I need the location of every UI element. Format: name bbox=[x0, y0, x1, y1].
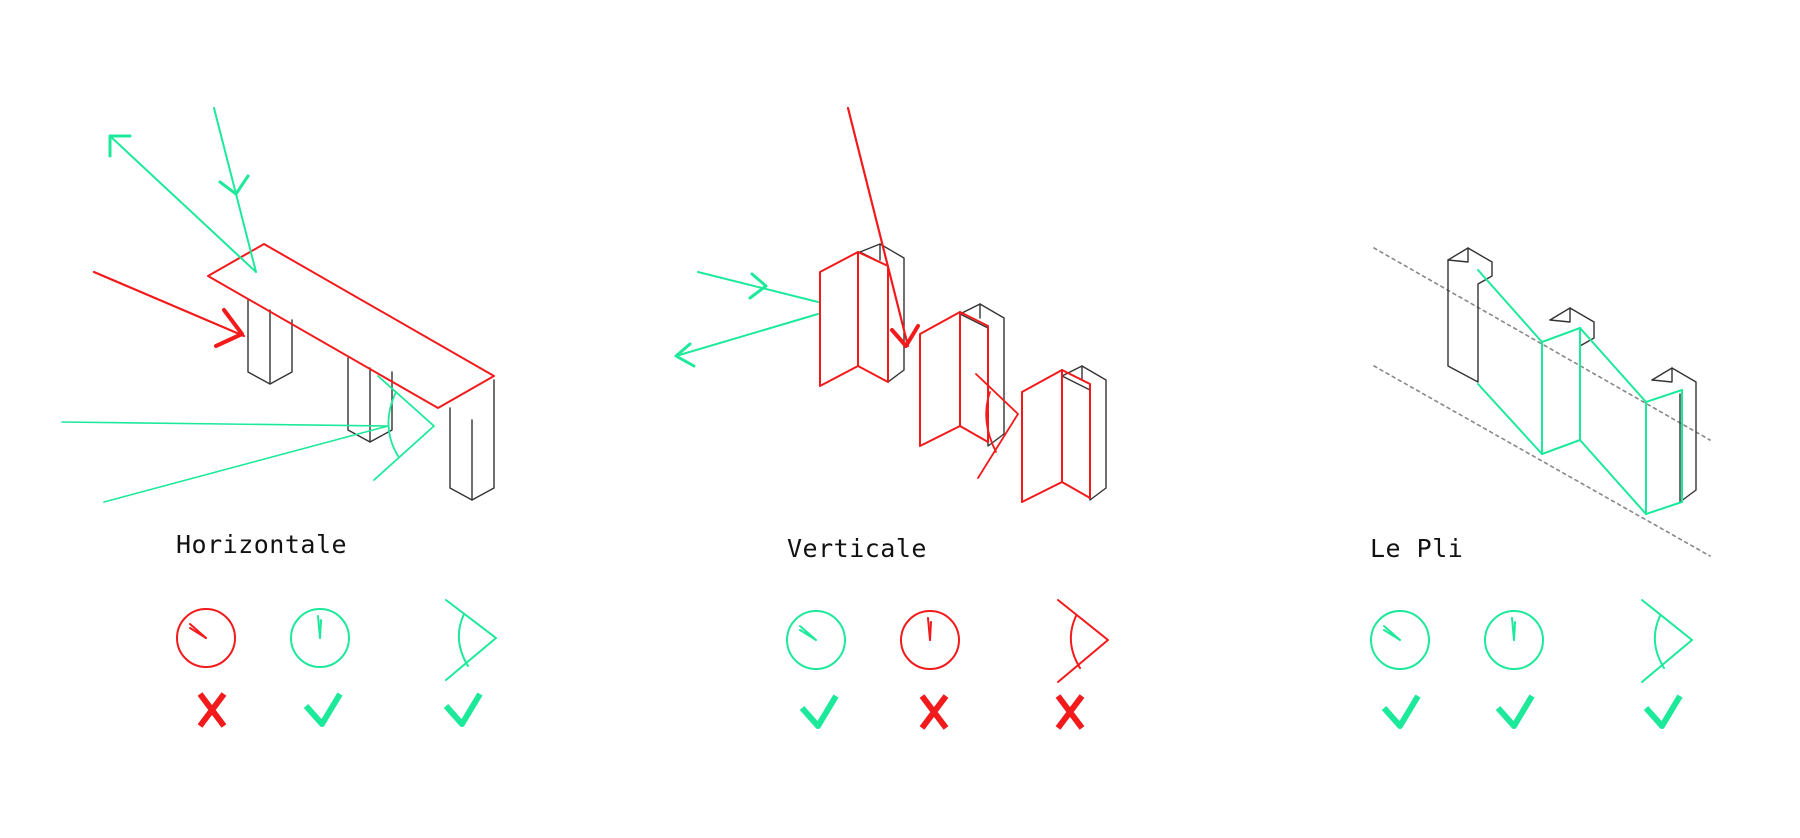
lepli-columns bbox=[1447, 247, 1697, 503]
horizontale-slab bbox=[207, 243, 495, 409]
horizontale-view-checkmark-icon bbox=[443, 692, 483, 727]
horizontale-morning-cross-icon bbox=[197, 692, 227, 728]
horizontale-noon-checkmark-icon bbox=[303, 692, 343, 727]
lepli-view-angle-icon bbox=[1641, 599, 1693, 683]
verticale-columns bbox=[859, 243, 1107, 501]
horizontale-green-ground-rays bbox=[61, 421, 389, 503]
verticale-morning-clock-icon bbox=[786, 610, 846, 670]
panel-horizontale-drawing bbox=[61, 107, 495, 503]
verticale-noon-clock-icon bbox=[900, 610, 960, 670]
verticale-view-cross-icon bbox=[1055, 694, 1085, 730]
horizontale-noon-clock-icon bbox=[290, 608, 350, 668]
verticale-view-angle-icon bbox=[1057, 599, 1109, 683]
panel-label-horizontale: Horizontale bbox=[176, 530, 348, 559]
verticale-view-angle bbox=[975, 373, 1019, 479]
lepli-morning-clock-icon bbox=[1370, 610, 1430, 670]
verticale-noon-cross-icon bbox=[919, 694, 949, 730]
horizontale-columns bbox=[247, 299, 495, 501]
verticale-green-rays bbox=[674, 271, 819, 368]
verticale-morning-checkmark-icon bbox=[799, 694, 839, 729]
lepli-noon-clock-icon bbox=[1484, 610, 1544, 670]
horizontale-view-angle bbox=[373, 375, 435, 481]
lepli-view-checkmark-icon bbox=[1643, 694, 1683, 729]
panel-verticale-drawing bbox=[674, 106, 1107, 503]
lepli-guide-lines bbox=[1373, 247, 1711, 557]
verticale-red-sun-ray bbox=[846, 106, 920, 348]
panel-label-lepli: Le Pli bbox=[1370, 534, 1464, 563]
lepli-morning-checkmark-icon bbox=[1381, 694, 1421, 729]
lepli-folded-wall bbox=[1477, 269, 1683, 515]
horizontale-view-angle-icon bbox=[445, 599, 497, 681]
horizontale-green-reflection bbox=[108, 107, 257, 273]
horizontale-red-sun-ray bbox=[92, 270, 246, 348]
panel-lepli-drawing bbox=[1373, 247, 1711, 557]
panel-label-verticale: Verticale bbox=[787, 534, 927, 563]
lepli-noon-checkmark-icon bbox=[1495, 694, 1535, 729]
horizontale-morning-clock-icon bbox=[176, 608, 236, 668]
verticale-fins bbox=[819, 251, 1091, 503]
